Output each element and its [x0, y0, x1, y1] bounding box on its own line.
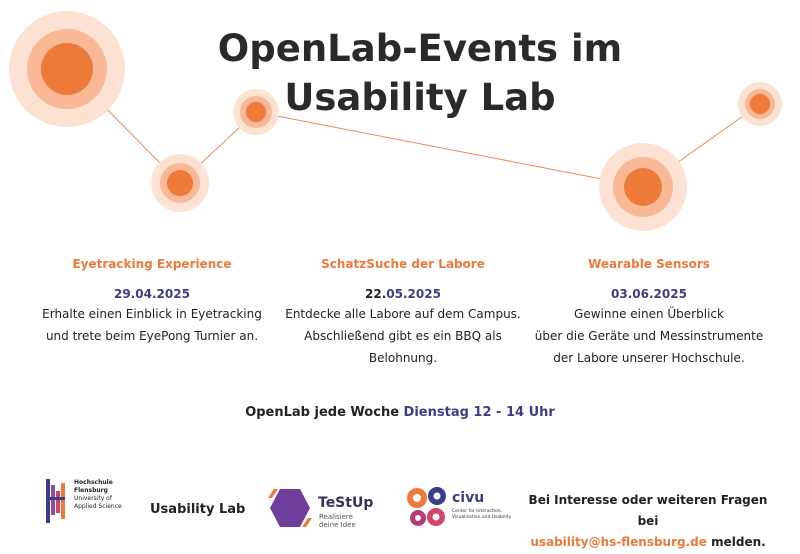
- title-line-2: Usability Lab: [284, 76, 556, 119]
- event-description: Entdecke alle Labore auf dem Campus. Abs…: [272, 303, 534, 369]
- hochschule-line: Flensburg: [74, 486, 108, 494]
- civu-name: civu: [452, 490, 485, 506]
- event-description-line: Abschließend gibt es ein BBQ als: [304, 329, 502, 343]
- contact-email-line: usability@hs-flensburg.de melden.: [520, 532, 776, 553]
- civu-subtitle: Center for Interaction, Visualization an…: [452, 509, 511, 521]
- contact-line: Bei Interesse oder weiteren Fragen bei: [528, 493, 768, 528]
- hochschule-flensburg-logo: Hochschule Flensburg University of Appli…: [44, 477, 136, 529]
- event-title: SchatzSuche der Labore: [321, 257, 485, 271]
- weekly-time: Dienstag 12 - 14 Uhr: [403, 405, 555, 420]
- hochschule-line: Hochschule: [74, 479, 113, 486]
- event-description-line: Erhalte einen Einblick in Eyetracking: [42, 307, 262, 321]
- hochschule-mark-icon: [46, 479, 65, 523]
- page-title: OpenLab-Events im Usability Lab: [160, 24, 680, 122]
- circle-node-top-mid: [233, 89, 279, 135]
- testup-tagline-line: deine Idee: [319, 521, 356, 529]
- contact-suffix: melden.: [711, 535, 766, 549]
- event-description-line: über die Geräte und Messinstrumente: [534, 329, 764, 343]
- contact-email-link[interactable]: usability@hs-flensburg.de: [530, 535, 707, 549]
- event-description-line: der Labore unserer Hochschule.: [553, 351, 745, 365]
- event-description: Gewinne einen Überblick über die Geräte …: [520, 303, 778, 369]
- civu-logo: civu Center for Interaction, Visualizati…: [406, 486, 516, 532]
- weekly-prefix: OpenLab jede Woche: [245, 405, 400, 420]
- hochschule-line: University of: [74, 495, 112, 502]
- circle-node-small-left: [151, 154, 209, 212]
- weekly-schedule: OpenLab jede Woche Dienstag 12 - 14 Uhr: [0, 405, 800, 420]
- circle-node-large: [9, 11, 125, 127]
- testup-logo: TeStUp Realisiere deine Idee: [266, 486, 386, 532]
- event-title: Eyetracking Experience: [72, 257, 232, 271]
- civu-subtitle-line: Center for Interaction,: [452, 509, 503, 514]
- event-description-line: und trete beim EyePong Turnier an.: [45, 329, 259, 343]
- event-date: 29.04.2025: [114, 287, 190, 301]
- event-description-line: Gewinne einen Überblick: [574, 307, 724, 321]
- testup-tagline: Realisiere deine Idee: [319, 513, 356, 529]
- event-date: 22.05.2025: [272, 286, 534, 302]
- event-eyetracking: Eyetracking Experience 29.04.2025 Erhalt…: [22, 256, 282, 347]
- event-date: 03.06.2025: [611, 287, 687, 301]
- butterfly-icon: [407, 487, 446, 526]
- hochschule-line: Applied Science: [74, 502, 122, 510]
- hochschule-name: Hochschule Flensburg: [74, 479, 113, 494]
- event-wearable-sensors: Wearable Sensors 03.06.2025 Gewinne eine…: [520, 256, 778, 369]
- event-title: Wearable Sensors: [588, 257, 710, 271]
- event-date-day: 22.: [365, 287, 387, 301]
- event-date-rest: 05.2025: [386, 287, 441, 301]
- usability-lab-label: Usability Lab: [150, 502, 246, 517]
- event-schatzsuche: SchatzSuche der Labore 22.05.2025 Entdec…: [272, 256, 534, 369]
- civu-subtitle-line: Visualization and Usability: [452, 515, 512, 520]
- contact-info: Bei Interesse oder weiteren Fragen bei u…: [520, 490, 776, 553]
- circle-node-right-large: [599, 143, 687, 231]
- testup-tagline-line: Realisiere: [319, 513, 353, 521]
- event-description: Erhalte einen Einblick in Eyetracking un…: [22, 303, 282, 347]
- testup-name: TeStUp: [318, 495, 374, 511]
- hexagon-icon: [268, 489, 312, 527]
- hochschule-subtitle: University of Applied Science: [74, 495, 122, 510]
- event-description-line: Belohnung.: [368, 351, 438, 365]
- event-description-line: Entdecke alle Labore auf dem Campus.: [285, 307, 521, 321]
- title-line-1: OpenLab-Events im: [217, 27, 623, 70]
- circle-node-far-right: [738, 82, 782, 126]
